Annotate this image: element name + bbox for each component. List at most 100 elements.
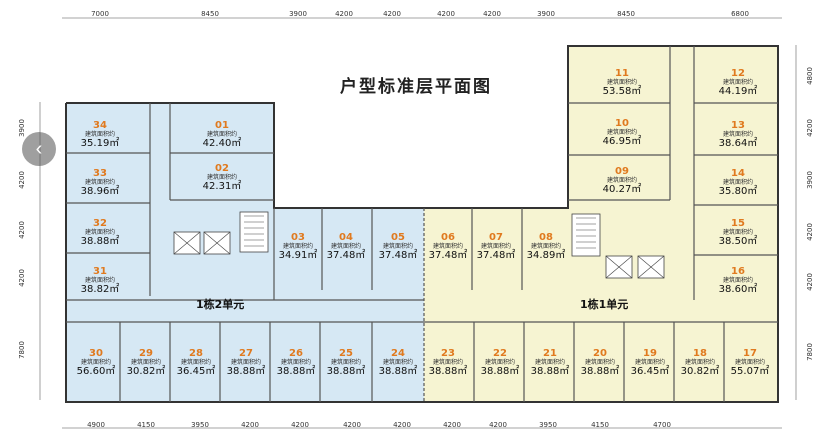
unit-area: 34.91㎡	[278, 250, 318, 262]
dimension-top: 6800	[731, 10, 749, 18]
unit-area: 38.88㎡	[480, 366, 520, 378]
area-label: 建筑面积约	[84, 178, 115, 186]
dimension-bottom: 4200	[489, 421, 507, 429]
unit1-upper-wing	[568, 46, 778, 300]
unit-area: 38.88㎡	[80, 236, 120, 248]
dimension-right: 4200	[806, 223, 814, 241]
area-label: 建筑面积约	[230, 358, 261, 366]
dimension-bottom: 4200	[443, 421, 461, 429]
area-label: 建筑面积约	[206, 130, 237, 138]
unit-number: 17	[743, 348, 757, 359]
area-label: 建筑面积约	[584, 358, 615, 366]
area-label: 建筑面积约	[382, 242, 413, 250]
unit-number: 28	[189, 348, 203, 359]
area-label: 建筑面积约	[606, 78, 637, 86]
unit-area: 42.40㎡	[202, 138, 242, 150]
dimension-left: 4200	[18, 221, 26, 239]
area-label: 建筑面积约	[282, 242, 313, 250]
dimension-right: 7800	[806, 343, 814, 361]
unit-area: 55.07㎡	[730, 366, 770, 378]
area-label: 建筑面积约	[722, 178, 753, 186]
back-button[interactable]: ‹	[22, 132, 56, 166]
unit-number: 33	[93, 168, 107, 179]
unit-number: 34	[93, 120, 107, 131]
dimension-top: 8450	[201, 10, 219, 18]
unit-number: 26	[289, 348, 303, 359]
unit-number: 31	[93, 266, 107, 277]
unit-area: 30.82㎡	[680, 366, 720, 378]
unit-area: 38.96㎡	[80, 186, 120, 198]
area-label: 建筑面积约	[330, 242, 361, 250]
unit-area: 42.31㎡	[202, 181, 242, 193]
area-label: 建筑面积约	[722, 78, 753, 86]
dimension-left: 3900	[18, 119, 26, 137]
area-label: 建筑面积约	[432, 242, 463, 250]
unit-number: 29	[139, 348, 153, 359]
dimension-bottom: 3950	[539, 421, 557, 429]
unit-area: 37.48㎡	[428, 250, 468, 262]
dimension-bottom: 4150	[591, 421, 609, 429]
dimension-bottom: 3950	[191, 421, 209, 429]
unit-number: 20	[593, 348, 607, 359]
dimension-left: 4200	[18, 171, 26, 189]
area-label: 建筑面积约	[530, 242, 561, 250]
dimension-right: 3900	[806, 171, 814, 189]
unit-area: 38.64㎡	[718, 138, 758, 150]
unit-area: 37.48㎡	[476, 250, 516, 262]
dimension-bottom: 4200	[343, 421, 361, 429]
building-label-unit1: 1栋1单元	[580, 298, 629, 311]
unit1-middle	[424, 208, 572, 300]
unit-number: 11	[615, 68, 629, 79]
unit-area: 35.19㎡	[80, 138, 120, 150]
chevron-left-icon: ‹	[35, 138, 43, 160]
area-label: 建筑面积约	[84, 130, 115, 138]
unit-number: 23	[441, 348, 455, 359]
unit-number: 06	[441, 232, 455, 243]
unit-area: 36.45㎡	[176, 366, 216, 378]
area-label: 建筑面积约	[84, 276, 115, 284]
unit-number: 18	[693, 348, 707, 359]
area-label: 建筑面积约	[722, 228, 753, 236]
unit-number: 15	[731, 218, 745, 229]
unit-number: 12	[731, 68, 745, 79]
area-label: 建筑面积约	[634, 358, 665, 366]
dimension-top: 4200	[383, 10, 401, 18]
unit-area: 56.60㎡	[76, 366, 116, 378]
unit-area: 40.27㎡	[602, 184, 642, 196]
unit2-middle	[272, 208, 424, 300]
area-label: 建筑面积约	[484, 358, 515, 366]
dimension-top: 3900	[289, 10, 307, 18]
dimension-left: 4200	[18, 269, 26, 287]
unit-number: 01	[215, 120, 229, 131]
unit-area: 38.88㎡	[276, 366, 316, 378]
unit-number: 32	[93, 218, 107, 229]
dimension-bottom: 4700	[653, 421, 671, 429]
area-label: 建筑面积约	[606, 128, 637, 136]
unit-number: 02	[215, 163, 229, 174]
